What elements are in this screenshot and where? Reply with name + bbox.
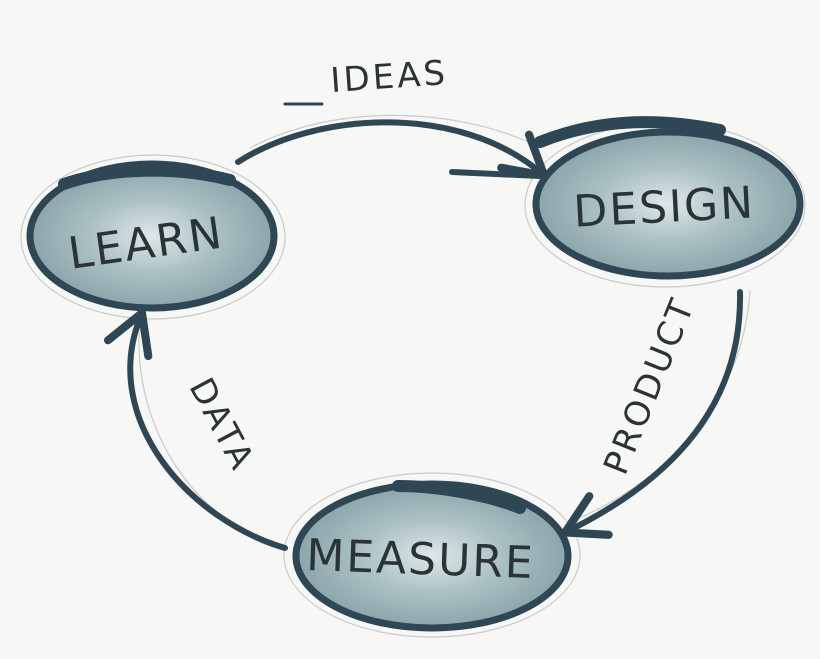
ideas-label: IDEAS: [329, 53, 449, 101]
design-bubble: [532, 128, 804, 280]
edge-ideas: IDEAS: [235, 53, 549, 180]
design-bubble-accent-stroke: [534, 116, 726, 148]
learn-bubble-accent-stroke: [58, 164, 236, 190]
data-label: DATA: [181, 371, 263, 478]
product-label: PRODUCT: [596, 291, 703, 480]
node-design: DESIGN: [532, 116, 804, 280]
ideas-arrow: [235, 119, 549, 180]
measure-label: MEASURE: [305, 530, 535, 589]
ideas-arrow-tail-stroke: [449, 169, 543, 179]
product-arrow: [561, 289, 744, 539]
edge-data: DATA: [104, 308, 288, 551]
data-arrow: [104, 308, 288, 551]
edge-product: PRODUCT: [561, 289, 744, 539]
design-label: DESIGN: [572, 177, 756, 237]
node-measure: MEASURE: [292, 480, 572, 632]
measure-bubble-accent-stroke: [392, 480, 526, 514]
learn-bubble: [26, 160, 278, 312]
node-learn: LEARN: [26, 160, 278, 312]
